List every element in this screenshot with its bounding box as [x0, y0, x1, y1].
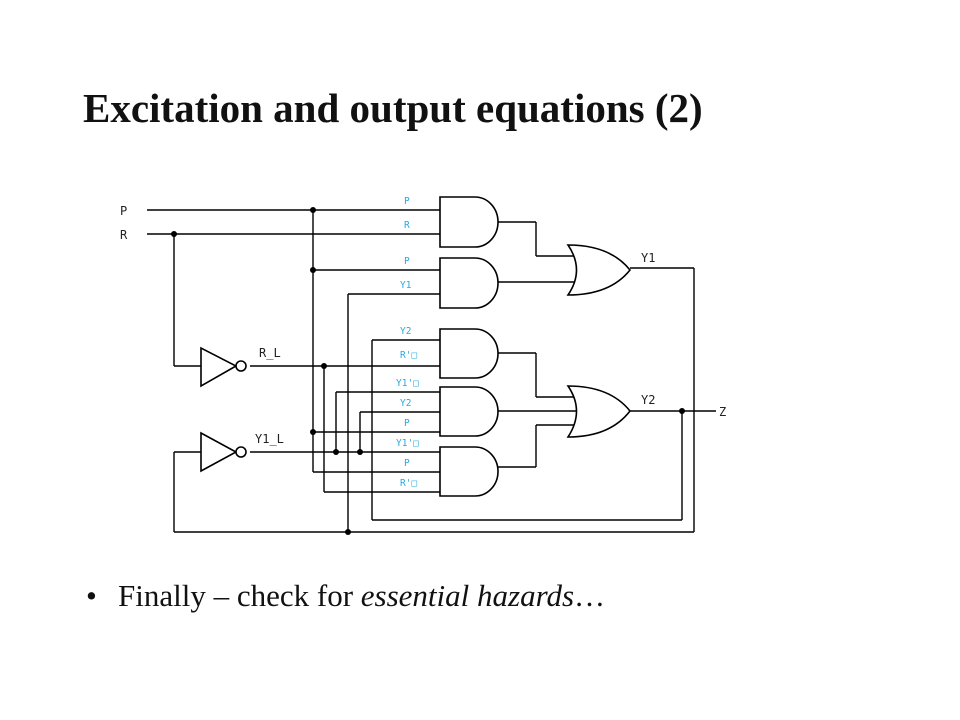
bullet-suffix: … — [574, 578, 606, 613]
pin-label: Y2 — [400, 398, 411, 409]
pin-label: R — [404, 220, 410, 231]
output-label-Y1: Y1 — [641, 251, 655, 265]
or-gate-Y1 — [566, 244, 632, 296]
slide-title: Excitation and output equations (2) — [83, 85, 703, 131]
or-gate-Y2 — [566, 385, 632, 438]
and-gate-1 — [439, 196, 499, 248]
pin-label: P — [404, 418, 410, 429]
pin-label: Y1'□ — [396, 378, 419, 389]
bullet-dot: • — [86, 578, 97, 613]
signal-label-Y1_L: Y1_L — [255, 432, 284, 446]
pin-label: Y2 — [400, 326, 411, 337]
junction-dots — [171, 207, 685, 535]
bullet-text: Finally – check for — [118, 578, 361, 613]
pin-label: Y1 — [400, 280, 412, 291]
inverter-Y1 — [200, 431, 247, 473]
and-gate-3 — [439, 328, 499, 379]
and-gate-4 — [439, 386, 499, 437]
pin-label: R'□ — [400, 350, 417, 361]
output-label-Y2: Y2 — [641, 393, 655, 407]
inverter-R — [200, 346, 247, 388]
pin-label: P — [404, 256, 410, 267]
input-label-P: P — [120, 204, 127, 218]
output-label-Z: Z — [719, 405, 726, 419]
bullet-item: • Finally – check for essential hazards… — [86, 578, 605, 614]
pin-label: Y1'□ — [396, 438, 419, 449]
pin-label: R'□ — [400, 478, 417, 489]
and-gate-2 — [439, 257, 499, 309]
input-label-R: R — [120, 228, 128, 242]
signal-label-R_L: R_L — [259, 346, 281, 360]
bullet-emphasis: essential hazards — [360, 578, 575, 613]
pin-label: P — [404, 196, 410, 207]
pin-label: P — [404, 458, 410, 469]
and-gate-5 — [439, 446, 499, 497]
